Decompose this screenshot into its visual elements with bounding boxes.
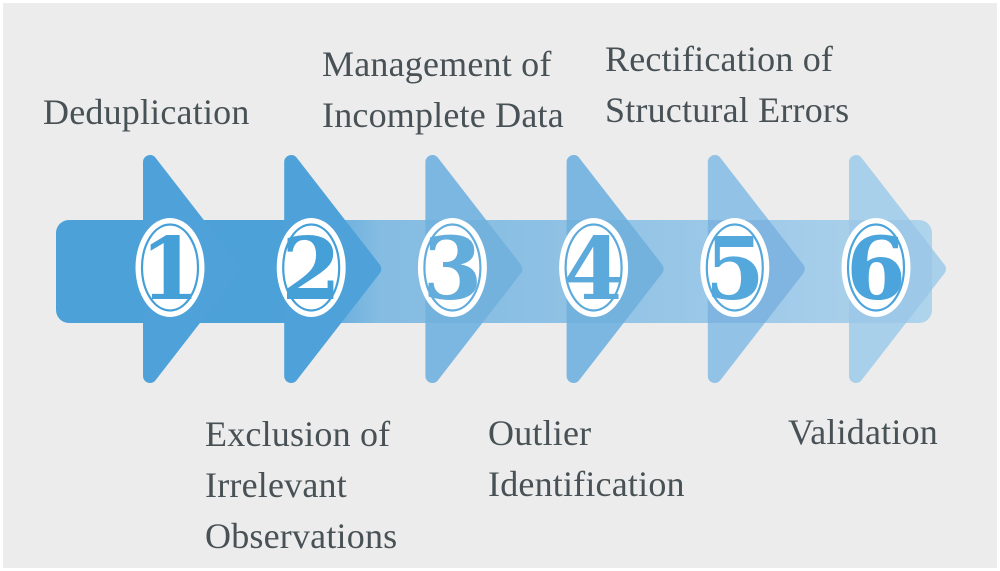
number-badge (417, 218, 487, 317)
number-badge (276, 218, 346, 317)
step-label-5-top: Rectification of Structural Errors (605, 34, 849, 136)
arrow-step-6: 6 (841, 155, 946, 383)
step-number: 3 (422, 219, 482, 320)
badge-ring (846, 223, 906, 312)
step-number: 6 (846, 219, 906, 320)
step-label-3-top: Management of Incomplete Data (322, 39, 564, 141)
number-badge (841, 218, 911, 317)
label-line: Validation (788, 412, 938, 452)
label-line: Incomplete Data (322, 95, 564, 135)
arrow-step-2: 2 (276, 155, 382, 383)
arrow-step-5: 5 (700, 155, 805, 383)
number-badge (559, 218, 629, 317)
label-line: Outlier (488, 413, 592, 453)
badge-ring (705, 223, 764, 312)
arrow-step-3: 3 (417, 155, 523, 383)
arrow-step-1: 1 (135, 155, 240, 383)
badge-ring (423, 223, 482, 312)
label-line: Deduplication (43, 92, 250, 132)
number-badge (135, 218, 205, 317)
arrow-step-4: 4 (559, 155, 664, 383)
label-line: Observations (205, 516, 398, 556)
label-line: Exclusion of (205, 414, 391, 454)
label-line: Irrelevant (205, 465, 347, 505)
badge-ring (282, 223, 341, 312)
label-line: Identification (488, 464, 685, 504)
badge-ring (564, 223, 623, 312)
step-label-6-bottom: Validation (788, 407, 938, 458)
step-number: 2 (281, 219, 341, 320)
label-line: Rectification of (605, 39, 834, 79)
label-line: Structural Errors (605, 90, 850, 130)
label-line: Management of (322, 44, 552, 84)
step-label-1-top: Deduplication (43, 87, 250, 138)
number-badge (700, 218, 770, 317)
step-number: 4 (564, 219, 624, 320)
badge-ring (140, 223, 200, 312)
step-number: 5 (705, 219, 765, 320)
step-number: 1 (140, 219, 200, 320)
